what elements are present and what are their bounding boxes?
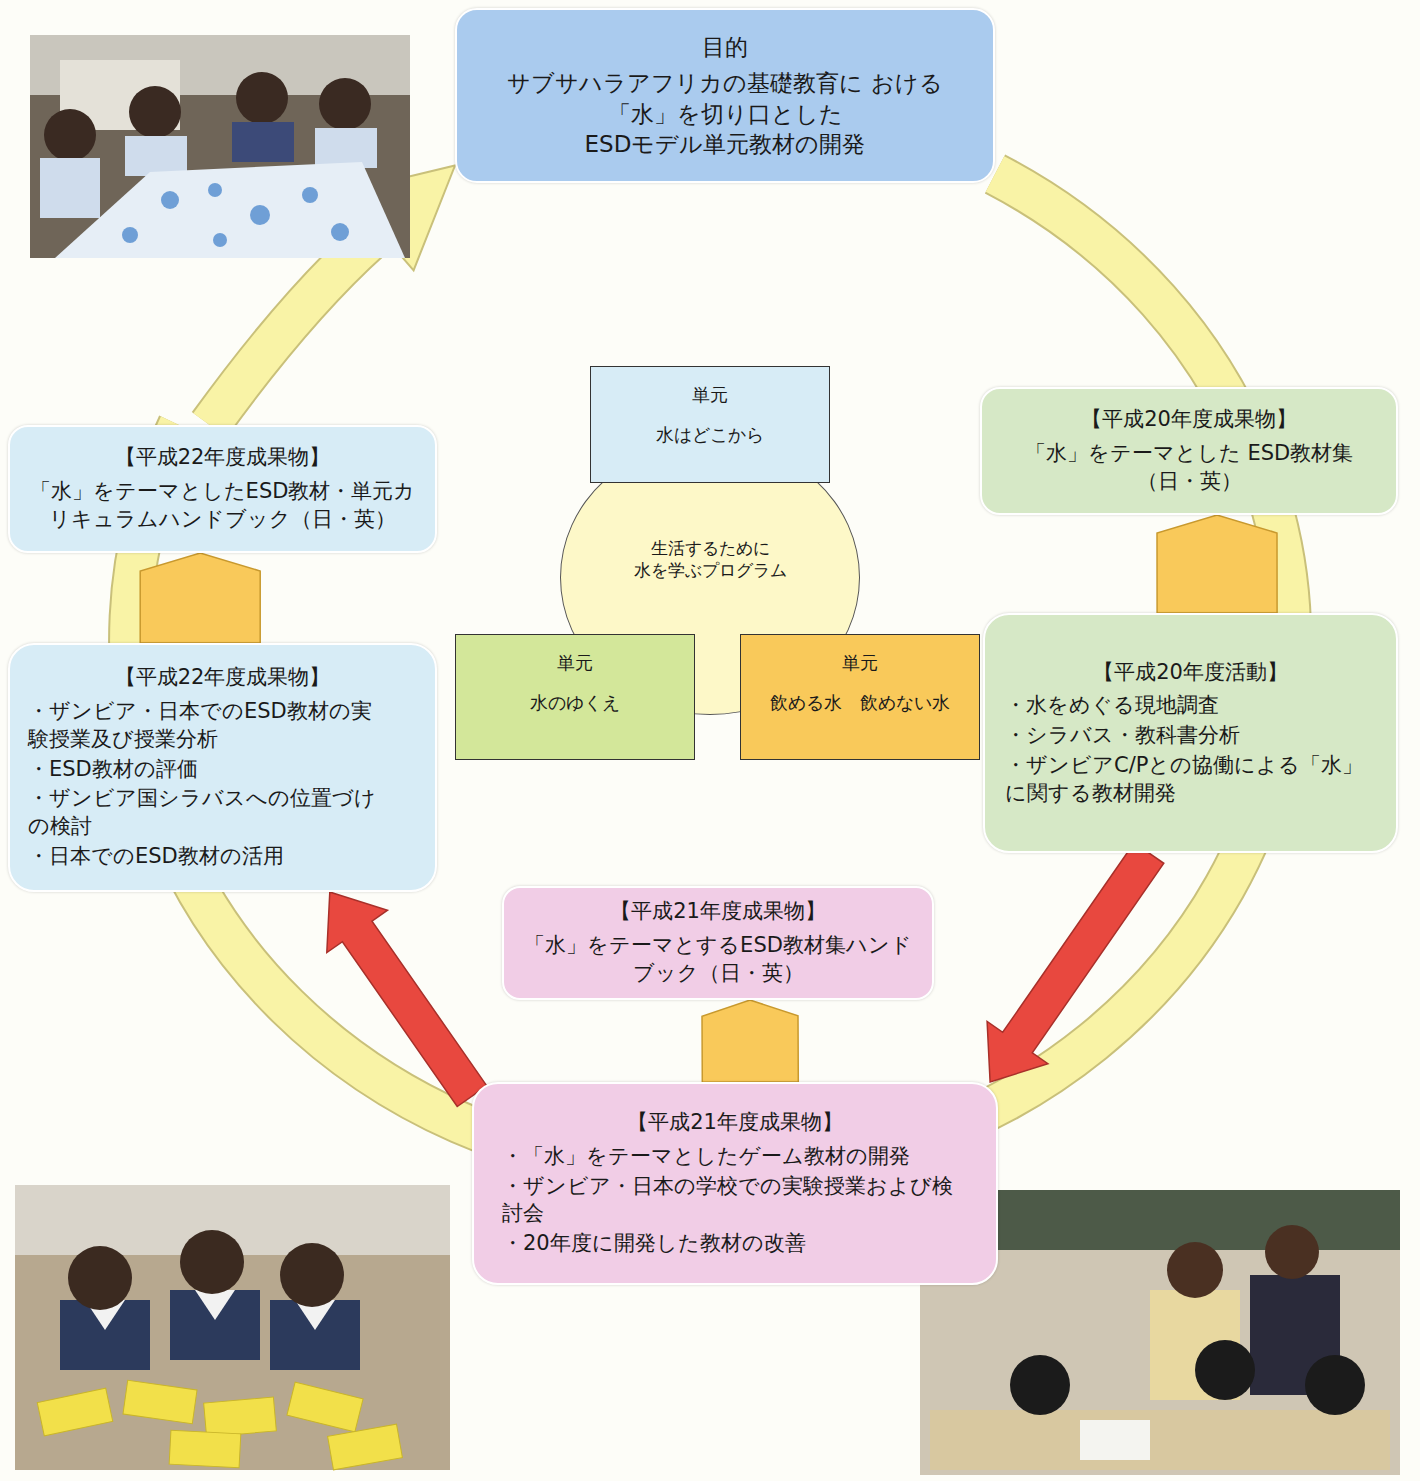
heading-text: 【平成22年度成果物】 (26, 444, 419, 472)
heading-text: 単元 (751, 651, 969, 675)
body-text: ・水をめぐる現地調査 (1005, 692, 1376, 720)
heading-text: 単元 (466, 651, 684, 675)
photo-ground (15, 1185, 450, 1470)
child-head (129, 86, 181, 138)
body-text: サブサハラアフリカの基礎教育に おける「水」を切り口とした ESDモデル単元教材… (477, 68, 973, 159)
child-head (1010, 1355, 1070, 1415)
poster-dot (302, 187, 318, 203)
card-game-photo (15, 1185, 450, 1470)
child-head (280, 1243, 344, 1307)
poster-dot (250, 205, 270, 225)
unit-box: 単元水はどこから (590, 366, 830, 483)
card (328, 1424, 403, 1470)
classroom-photo (30, 35, 410, 258)
body-text: ・ザンビア・日本の学校での実験授業および検 討会 (502, 1173, 968, 1228)
child-head (44, 109, 96, 161)
body-text: ・20年度に開発した教材の改善 (502, 1230, 968, 1258)
heading-text: 【平成20年度成果物】 (1002, 406, 1376, 434)
card (204, 1397, 277, 1437)
activity-box: 【平成20年度活動】・水をめぐる現地調査・シラバス・教科書分析・ザンビアC/Pと… (983, 613, 1398, 853)
uniform (60, 1300, 150, 1370)
child-head (68, 1246, 132, 1310)
card (123, 1380, 197, 1423)
body-text: 飲める水 飲めない水 (751, 691, 969, 715)
heading-text: 【平成22年度成果物】 (28, 664, 417, 692)
poster-dot (161, 191, 179, 209)
body-text: 「水」をテーマとしたESD教材・単元カ リキュラムハンドブック（日・英） (26, 478, 419, 533)
child-head (236, 72, 288, 124)
card (287, 1382, 363, 1432)
progress-arrow (702, 1000, 798, 1082)
card (37, 1388, 113, 1436)
poster-dot (331, 223, 349, 241)
cycle-arrow (327, 892, 487, 1107)
unit-box: 単元飲める水 飲めない水 (740, 634, 980, 760)
child-head (1305, 1355, 1365, 1415)
heading-text: 【平成20年度活動】 (1005, 659, 1376, 687)
card (169, 1430, 241, 1468)
desk (930, 1410, 1390, 1470)
uniform (315, 128, 377, 168)
collar (195, 1290, 235, 1320)
output-box: 【平成20年度成果物】「水」をテーマとした ESD教材集（日・英） (980, 387, 1398, 515)
poster-dot (208, 183, 222, 197)
ring-band (210, 231, 380, 425)
output-box: 【平成22年度成果物】「水」をテーマとしたESD教材・単元カ リキュラムハンドブ… (8, 425, 437, 553)
purpose-box: 目的サブサハラアフリカの基礎教育に おける「水」を切り口とした ESDモデル単元… (455, 8, 995, 183)
teacher-head (1265, 1225, 1319, 1279)
body-text: 水のゆくえ (466, 691, 684, 715)
body-text: ・ザンビア国シラバスへの位置づけ の検討 (28, 785, 417, 840)
body-text: ・ザンビア・日本でのESD教材の実 験授業及び授業分析 (28, 698, 417, 753)
activity-box: 【平成22年度成果物】・ザンビア・日本でのESD教材の実 験授業及び授業分析・E… (8, 643, 437, 892)
teacher-head (1167, 1242, 1223, 1298)
uniform (125, 136, 187, 176)
body-text: ・日本でのESD教材の活用 (28, 843, 417, 871)
progress-arrow (140, 553, 260, 643)
cards (37, 1380, 402, 1470)
uniform (232, 122, 294, 162)
notebook (1080, 1420, 1150, 1460)
body-text: 生活するために 水を学ぶプログラム (611, 537, 809, 582)
poster-sheet (55, 162, 405, 258)
heading-text: 【平成21年度成果物】 (524, 898, 912, 926)
activity-box: 【平成21年度成果物】・「水」をテーマとしたゲーム教材の開発・ザンビア・日本の学… (472, 1082, 998, 1285)
progress-arrow (1157, 515, 1277, 613)
poster-drawings (122, 183, 349, 247)
uniform (40, 158, 100, 218)
body-text: ・「水」をテーマとしたゲーム教材の開発 (502, 1143, 968, 1171)
child-head (1195, 1340, 1255, 1400)
heading-text: 単元 (601, 383, 819, 407)
body-text: ・ザンビアC/Pとの協働による「水」 に関する教材開発 (1005, 752, 1376, 807)
uniform (170, 1290, 260, 1360)
child-head (319, 78, 371, 130)
body-text: ・ESD教材の評価 (28, 756, 417, 784)
uniform (270, 1300, 360, 1370)
body-text: 「水」をテーマとするESD教材集ハンド ブック（日・英） (524, 932, 912, 987)
child-head (180, 1230, 244, 1294)
body-text: 水はどこから (601, 423, 819, 447)
heading-text: 目的 (477, 32, 973, 62)
photo-ground (30, 35, 410, 258)
ring-outline (210, 231, 380, 425)
body-text: ・シラバス・教科書分析 (1005, 722, 1376, 750)
unit-box: 単元水のゆくえ (455, 634, 695, 760)
heading-text: 【平成21年度成果物】 (502, 1109, 968, 1137)
output-box: 【平成21年度成果物】「水」をテーマとするESD教材集ハンド ブック（日・英） (502, 886, 934, 1000)
poster-dot (122, 227, 138, 243)
body-text: 「水」をテーマとした ESD教材集（日・英） (1002, 440, 1376, 495)
poster-dot (213, 233, 227, 247)
cycle-arrow (987, 843, 1164, 1082)
